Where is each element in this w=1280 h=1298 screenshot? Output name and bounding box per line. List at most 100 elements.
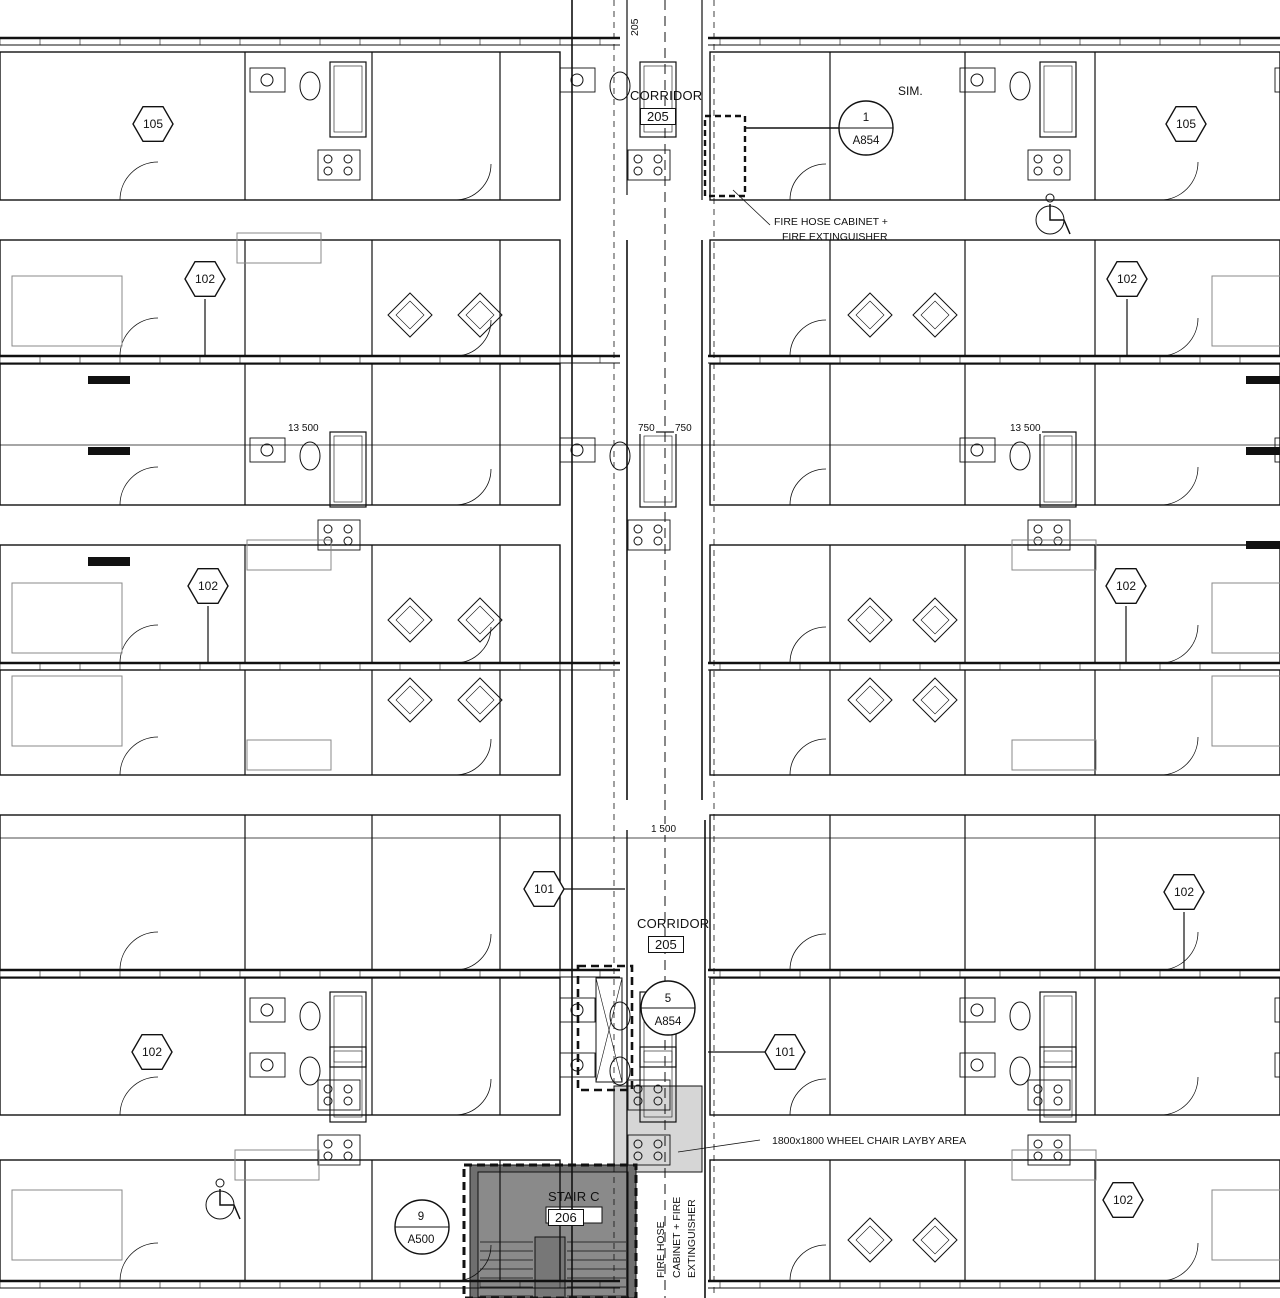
unit-outline-right bbox=[709, 1159, 1280, 1282]
section-marker-9-number: 9 bbox=[417, 1211, 425, 1223]
bathtub-inner bbox=[643, 65, 673, 133]
bathtub-inner bbox=[333, 65, 363, 133]
dining-table bbox=[234, 1149, 320, 1181]
unit-outline-left bbox=[0, 363, 561, 506]
armchair-seat bbox=[395, 300, 425, 330]
burner bbox=[633, 166, 643, 176]
door-swing bbox=[454, 626, 492, 664]
dining-table bbox=[1011, 739, 1097, 771]
bathtub-inner bbox=[333, 1050, 363, 1118]
wheelchair-layby-area bbox=[613, 1085, 703, 1173]
unit-tag-hexagon bbox=[132, 105, 174, 143]
sofa bbox=[1211, 582, 1280, 654]
sofa bbox=[11, 582, 123, 654]
armchair-seat bbox=[920, 685, 950, 715]
vanity-sink bbox=[249, 67, 286, 93]
armchair-seat bbox=[465, 605, 495, 635]
unit-tag-hexagon bbox=[187, 568, 229, 604]
sink-basin bbox=[570, 73, 584, 87]
unit-tag-102-a: 102 bbox=[194, 272, 216, 286]
bathtub-inner bbox=[643, 435, 673, 503]
door-swing bbox=[119, 931, 159, 971]
sofa bbox=[11, 1189, 123, 1261]
burner bbox=[1033, 1084, 1043, 1094]
burner bbox=[323, 166, 333, 176]
burner bbox=[343, 1139, 353, 1149]
bathtub bbox=[329, 991, 367, 1068]
burner bbox=[653, 154, 663, 164]
burner bbox=[1053, 536, 1063, 546]
toilet bbox=[609, 71, 631, 101]
door-swing bbox=[454, 319, 492, 357]
corridor-number-bottom: 205 bbox=[648, 936, 684, 953]
unit-tag-hexagon bbox=[1163, 874, 1205, 910]
armchair bbox=[847, 597, 893, 643]
burner bbox=[343, 1151, 353, 1161]
burner bbox=[1053, 1139, 1063, 1149]
bathtub bbox=[1039, 431, 1077, 508]
sink-basin bbox=[570, 443, 584, 457]
sink-basin bbox=[970, 1003, 984, 1017]
bathtub-inner bbox=[333, 995, 363, 1063]
note-vertical-fire-hose-3: EXTINGUISHER bbox=[686, 1199, 698, 1278]
armchair bbox=[387, 292, 433, 338]
bathtub bbox=[1039, 991, 1077, 1068]
wall-stub bbox=[1246, 447, 1280, 455]
armchair bbox=[847, 1217, 893, 1263]
sink-basin bbox=[260, 1058, 274, 1072]
door-swing bbox=[454, 1244, 492, 1282]
unit-tag-102-d: 102 bbox=[1115, 579, 1137, 593]
bathtub-inner bbox=[1043, 1050, 1073, 1118]
dimension-13500-right: 13 500 bbox=[1009, 423, 1042, 434]
toilet bbox=[1009, 1001, 1031, 1031]
door-swing bbox=[119, 1076, 159, 1116]
burner bbox=[1033, 166, 1043, 176]
armchair-seat bbox=[855, 1225, 885, 1255]
burner bbox=[323, 524, 333, 534]
dining-table bbox=[246, 739, 332, 771]
bathtub bbox=[1039, 1046, 1077, 1123]
fire-hose-cabinet bbox=[595, 977, 623, 1083]
armchair bbox=[457, 677, 503, 723]
door-swing bbox=[1159, 466, 1199, 506]
note-wheelchair-layby: 1800x1800 WHEEL CHAIR LAYBY AREA bbox=[772, 1135, 967, 1147]
sofa bbox=[1211, 275, 1280, 347]
door-swing bbox=[1159, 317, 1199, 357]
unit-tag-101-b: 101 bbox=[774, 1045, 796, 1059]
burner bbox=[653, 1096, 663, 1106]
door-swing bbox=[119, 317, 159, 357]
bathtub bbox=[329, 431, 367, 508]
armchair bbox=[387, 677, 433, 723]
vanity-sink bbox=[249, 437, 286, 463]
wall-stub bbox=[88, 376, 130, 384]
bathtub bbox=[1039, 61, 1077, 138]
burner bbox=[323, 1084, 333, 1094]
burner bbox=[633, 1084, 643, 1094]
toilet bbox=[609, 1056, 631, 1086]
door-swing bbox=[789, 933, 827, 971]
burner bbox=[1033, 1151, 1043, 1161]
sofa bbox=[1211, 1189, 1280, 1261]
note-vertical-fire-hose-2: CABINET + FIRE bbox=[671, 1196, 683, 1278]
unit-tag-102-e: 102 bbox=[1173, 885, 1195, 899]
section-marker-1-number: 1 bbox=[862, 112, 870, 124]
toilet bbox=[609, 1001, 631, 1031]
room-tag-top: 205 bbox=[629, 18, 641, 36]
fire-hose-cabinet-highlight bbox=[703, 114, 747, 198]
section-marker-1-sheet: A854 bbox=[852, 135, 880, 147]
bathtub-inner bbox=[333, 435, 363, 503]
burner bbox=[653, 524, 663, 534]
door-swing bbox=[789, 163, 827, 201]
burner bbox=[323, 1096, 333, 1106]
door-swing bbox=[119, 736, 159, 776]
stove bbox=[1027, 149, 1071, 181]
vanity-sink bbox=[1274, 997, 1280, 1023]
toilet bbox=[299, 71, 321, 101]
vanity-sink bbox=[249, 997, 286, 1023]
dining-table bbox=[1011, 1149, 1097, 1181]
burner bbox=[1053, 1096, 1063, 1106]
dimension-750-right: 750 bbox=[674, 423, 693, 434]
unit-tag-102-b: 102 bbox=[1116, 272, 1138, 286]
dining-table bbox=[246, 539, 332, 571]
